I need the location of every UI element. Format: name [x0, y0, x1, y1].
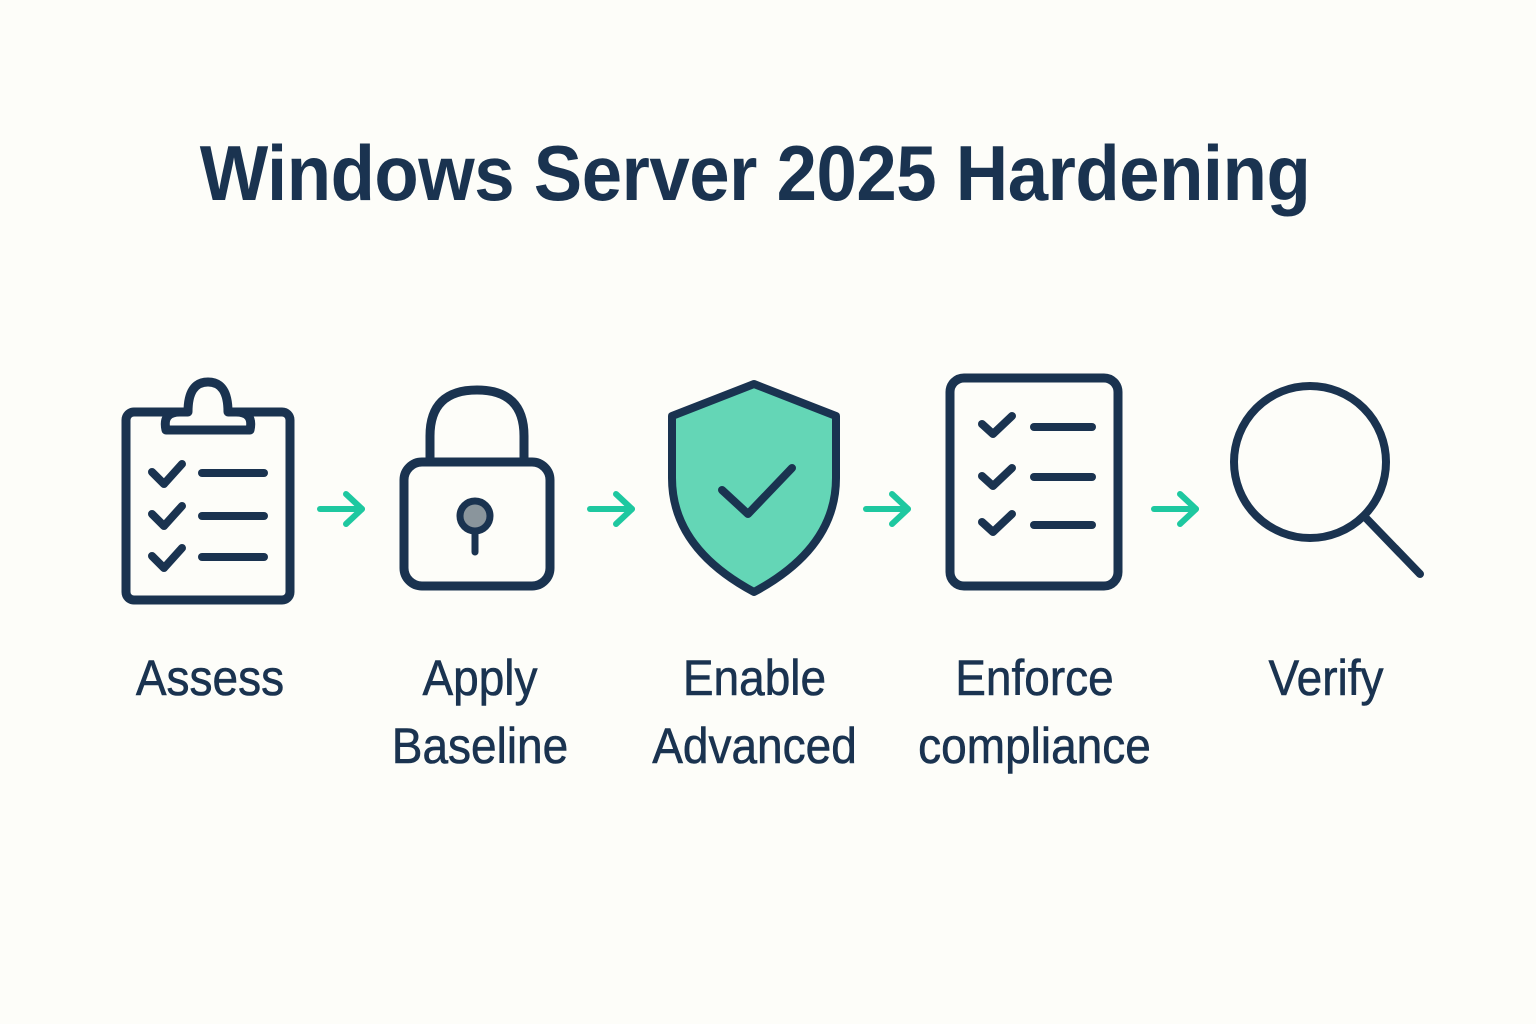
shield-check-icon [668, 380, 840, 596]
arrow-right-icon [1151, 491, 1199, 527]
document-checklist-icon [945, 373, 1123, 591]
step-label: Assess [135, 650, 285, 707]
step-label: Verify [1268, 650, 1384, 707]
padlock-icon [399, 385, 555, 591]
arrow-right-icon [863, 491, 911, 527]
clipboard-checklist-icon [121, 377, 295, 605]
step-label: Enforce compliance [918, 650, 1151, 775]
page-title: Windows Server 2025 Hardening [199, 129, 1311, 217]
arrow-right-icon [317, 491, 365, 527]
step-label: Enable Advanced [652, 650, 857, 775]
step-label: Apply Baseline [391, 650, 569, 775]
arrow-right-icon [587, 491, 635, 527]
magnifying-glass-icon [1230, 382, 1424, 578]
